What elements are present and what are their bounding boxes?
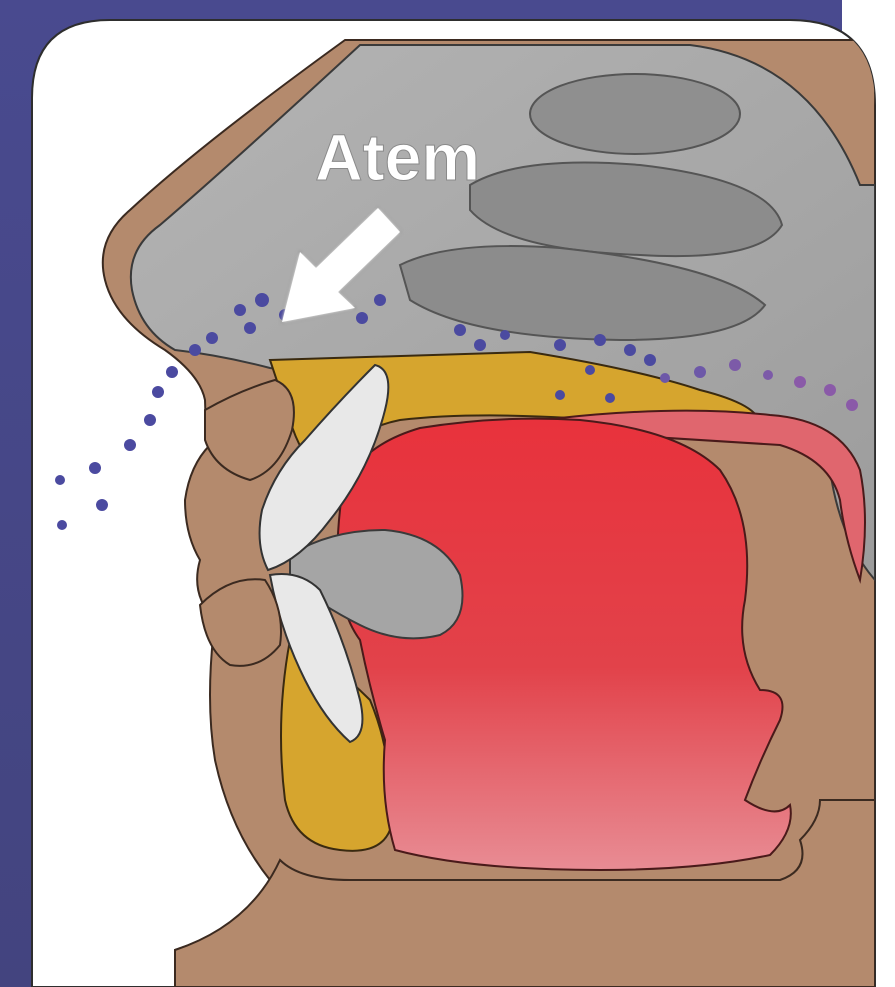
particle bbox=[89, 462, 101, 474]
particle bbox=[824, 384, 836, 396]
particle bbox=[624, 344, 636, 356]
particle bbox=[794, 376, 806, 388]
particle bbox=[660, 373, 670, 383]
particle bbox=[454, 324, 466, 336]
particle bbox=[374, 294, 386, 306]
particle bbox=[474, 339, 486, 351]
particle bbox=[729, 359, 741, 371]
particle bbox=[644, 354, 656, 366]
particle bbox=[166, 366, 178, 378]
particle bbox=[55, 475, 65, 485]
tongue bbox=[338, 419, 791, 870]
particle bbox=[255, 293, 269, 307]
particle bbox=[605, 393, 615, 403]
particle bbox=[594, 334, 606, 346]
particle bbox=[57, 520, 67, 530]
particle bbox=[189, 344, 201, 356]
particle bbox=[763, 370, 773, 380]
particle bbox=[234, 304, 246, 316]
particle bbox=[555, 390, 565, 400]
particle bbox=[152, 386, 164, 398]
particle bbox=[585, 365, 595, 375]
upper-turbinate bbox=[530, 74, 740, 154]
particle bbox=[124, 439, 136, 451]
particle bbox=[500, 330, 510, 340]
particle bbox=[694, 366, 706, 378]
label-atem: Atem bbox=[315, 120, 480, 194]
particle bbox=[144, 414, 156, 426]
particle bbox=[96, 499, 108, 511]
particle bbox=[206, 332, 218, 344]
particle bbox=[846, 399, 858, 411]
particle bbox=[244, 322, 256, 334]
particle bbox=[356, 312, 368, 324]
particle bbox=[554, 339, 566, 351]
